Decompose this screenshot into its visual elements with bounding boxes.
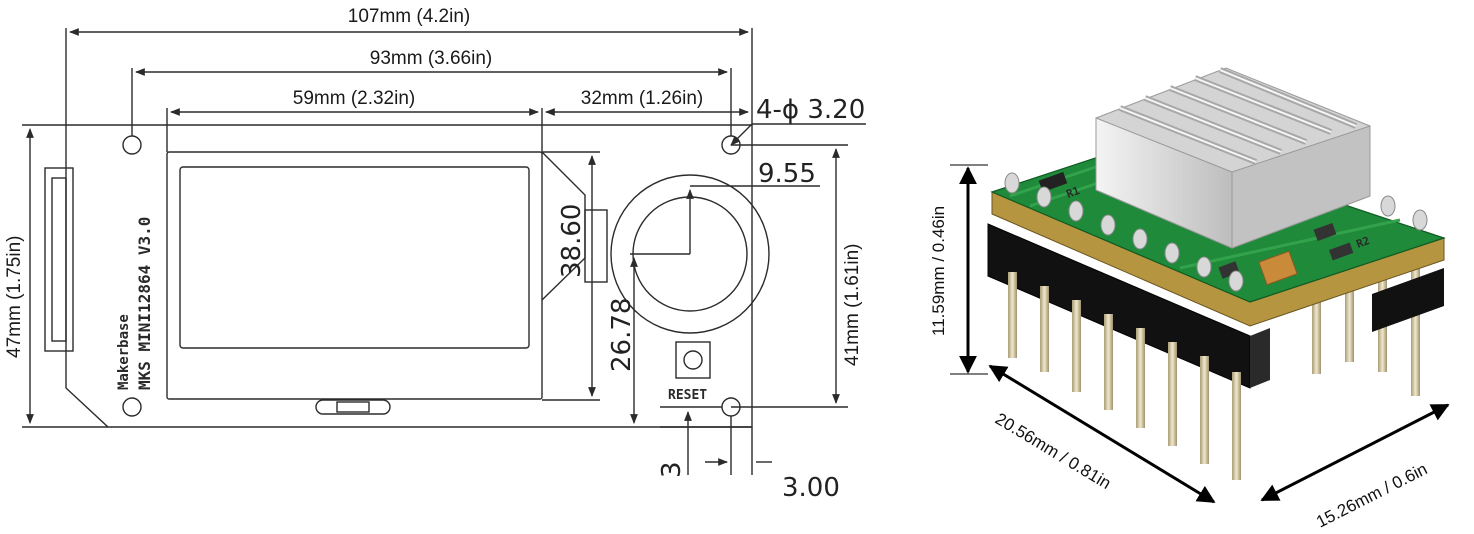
silk-r1: R1 xyxy=(1065,184,1082,201)
silk-model: MKS MINI12864 V3.0 xyxy=(135,217,154,390)
label-hole-edge-h: 3.00 xyxy=(782,473,840,503)
label-lcd-width: 59mm (2.32in) xyxy=(293,88,416,109)
mount-hole-bl xyxy=(122,397,142,417)
connector-inner xyxy=(51,177,67,342)
label-overall-height: 47mm (1.75in) xyxy=(4,236,25,359)
dim-line-module-width xyxy=(1260,403,1450,502)
hole-callout-leader xyxy=(730,123,866,146)
label-encoder-offset: 26.78 xyxy=(607,298,637,372)
label-lcd-height: 38.60 xyxy=(557,204,587,278)
resistor-r2 xyxy=(1328,242,1354,261)
bottom-latch-inner xyxy=(336,401,370,413)
silk-brand: Makerbase xyxy=(116,314,132,390)
label-module-height: 11.59mm / 0.46in xyxy=(929,206,948,336)
lcd-screen xyxy=(179,166,530,349)
dim-line-module-length xyxy=(988,364,1216,504)
heatsink xyxy=(1095,67,1371,249)
capacitor-tan xyxy=(1258,250,1298,286)
reset-button-outline xyxy=(675,341,711,379)
silk-reset: RESET xyxy=(668,388,707,403)
silk-r2: R2 xyxy=(1355,234,1372,251)
label-hole-spacing: 93mm (3.66in) xyxy=(370,48,493,69)
reset-button-cap xyxy=(683,350,703,370)
board-outline xyxy=(65,124,753,428)
label-overall-width: 107mm (4.2in) xyxy=(348,6,471,27)
encoder-outer-ring xyxy=(610,174,770,334)
mount-hole-tl xyxy=(122,135,142,155)
lcd-tab xyxy=(584,209,608,283)
stepper-driver-module: R1 R2 xyxy=(950,67,1450,504)
lcd-frame xyxy=(166,151,543,400)
label-hole-edge-v: 3 xyxy=(657,461,687,478)
connector-slot xyxy=(44,167,74,352)
label-hole-callout: 4-ϕ 3.20 xyxy=(756,95,865,125)
label-module-length: 20.56mm / 0.81in xyxy=(992,409,1114,493)
top-solder-joints xyxy=(1004,172,1428,292)
label-encoder-radius: 9.55 xyxy=(758,159,816,189)
label-module-width: 15.26mm / 0.6in xyxy=(1313,459,1430,531)
lcd-board-drawing xyxy=(22,28,866,475)
label-right-section: 32mm (1.26in) xyxy=(581,88,704,109)
bottom-latch xyxy=(315,399,391,415)
label-hole-vertical: 41mm (1.61in) xyxy=(842,244,863,367)
